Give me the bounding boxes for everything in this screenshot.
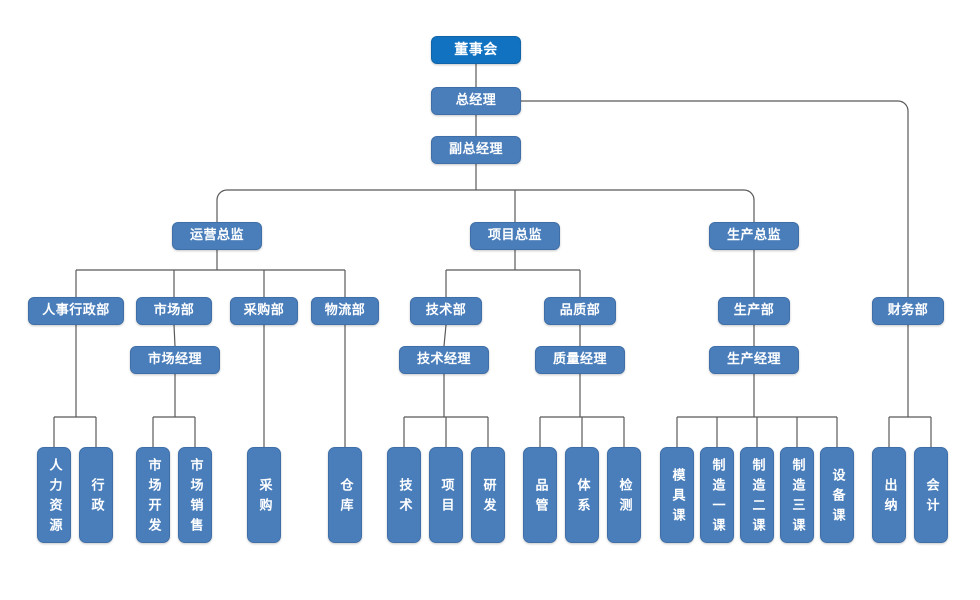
org-node-label: 仓库 — [337, 478, 353, 518]
org-node-dir_ops[interactable]: 运营总监 — [172, 222, 262, 250]
org-node-lf_insp[interactable]: 检测 — [607, 447, 641, 543]
org-node-lf_rd[interactable]: 研发 — [471, 447, 505, 543]
org-node-dept_hr[interactable]: 人事行政部 — [28, 297, 124, 325]
org-node-label: 模具课 — [669, 468, 685, 528]
org-node-lf_mfg3[interactable]: 制造三课 — [780, 447, 814, 543]
org-node-label: 设备课 — [829, 468, 845, 528]
org-node-label: 技术经理 — [416, 351, 471, 367]
org-node-label: 品管 — [532, 478, 548, 518]
org-node-label: 质量经理 — [552, 351, 607, 367]
org-node-lf_equip[interactable]: 设备课 — [820, 447, 854, 543]
org-node-label: 市场开发 — [145, 458, 161, 538]
org-node-label: 行政 — [88, 478, 104, 518]
org-node-lf_admin[interactable]: 行政 — [79, 447, 113, 543]
org-node-label: 出纳 — [881, 478, 897, 518]
org-node-dept_buy[interactable]: 采购部 — [230, 297, 298, 325]
org-node-lf_mktsale[interactable]: 市场销售 — [178, 447, 212, 543]
org-node-label: 副总经理 — [448, 141, 503, 157]
org-node-lf_cash[interactable]: 出纳 — [872, 447, 906, 543]
org-node-label: 生产部 — [733, 302, 775, 318]
org-node-mgr_tech[interactable]: 技术经理 — [399, 346, 489, 374]
org-node-mgr_prod[interactable]: 生产经理 — [709, 346, 799, 374]
org-node-dept_fin[interactable]: 财务部 — [872, 297, 944, 325]
org-node-dept_log[interactable]: 物流部 — [311, 297, 379, 325]
org-node-lf_qc[interactable]: 品管 — [523, 447, 557, 543]
org-node-dir_prod[interactable]: 生产总监 — [709, 222, 799, 250]
org-node-lf_buy[interactable]: 采购 — [247, 447, 281, 543]
org-node-lf_mktdev[interactable]: 市场开发 — [136, 447, 170, 543]
org-node-label: 人事行政部 — [42, 302, 110, 318]
org-node-lf_mold[interactable]: 模具课 — [660, 447, 694, 543]
org-node-label: 制造二课 — [749, 458, 765, 538]
org-node-label: 检测 — [616, 478, 632, 518]
org-node-label: 项目 — [438, 478, 454, 518]
org-node-label: 品质部 — [559, 302, 601, 318]
org-node-lf_proj[interactable]: 项目 — [429, 447, 463, 543]
org-node-lf_mfg2[interactable]: 制造二课 — [740, 447, 774, 543]
org-node-lf_store[interactable]: 仓库 — [328, 447, 362, 543]
org-node-label: 项目总监 — [487, 227, 542, 243]
org-node-label: 生产总监 — [726, 227, 781, 243]
org-node-label: 采购部 — [243, 302, 285, 318]
org-node-mgr_mkt[interactable]: 市场经理 — [130, 346, 220, 374]
connector-dept_tech-mgr_tech — [443, 324, 447, 347]
org-node-lf_mfg1[interactable]: 制造一课 — [700, 447, 734, 543]
org-node-label: 董事会 — [454, 41, 498, 58]
org-node-dept_mkt[interactable]: 市场部 — [136, 297, 212, 325]
org-node-label: 市场经理 — [147, 351, 202, 367]
org-node-label: 制造三课 — [789, 458, 805, 538]
org-node-label: 研发 — [480, 478, 496, 518]
org-node-dept_prod[interactable]: 生产部 — [718, 297, 790, 325]
org-node-dir_proj[interactable]: 项目总监 — [470, 222, 560, 250]
org-node-label: 生产经理 — [726, 351, 781, 367]
org-node-label: 财务部 — [887, 302, 929, 318]
org-node-label: 运营总监 — [189, 227, 244, 243]
connector-dept_mkt-mgr_mkt — [173, 324, 176, 347]
org-node-label: 人力资源 — [46, 458, 62, 538]
org-node-lf_hr[interactable]: 人力资源 — [37, 447, 71, 543]
org-node-label: 市场部 — [153, 302, 195, 318]
org-node-lf_acct[interactable]: 会计 — [914, 447, 948, 543]
org-node-mgr_qa[interactable]: 质量经理 — [535, 346, 625, 374]
org-node-label: 技术 — [396, 478, 412, 518]
org-node-label: 物流部 — [324, 302, 366, 318]
org-node-lf_sys[interactable]: 体系 — [565, 447, 599, 543]
org-node-board[interactable]: 董事会 — [431, 36, 521, 64]
org-node-label: 总经理 — [455, 92, 497, 108]
org-node-label: 制造一课 — [709, 458, 725, 538]
org-node-label: 体系 — [574, 478, 590, 518]
org-node-dgm[interactable]: 副总经理 — [431, 136, 521, 164]
org-node-lf_tech[interactable]: 技术 — [387, 447, 421, 543]
org-node-label: 采购 — [256, 478, 272, 518]
org-node-dept_qa[interactable]: 品质部 — [544, 297, 616, 325]
connector-gm-dept_fin — [521, 100, 909, 297]
org-node-label: 市场销售 — [187, 458, 203, 538]
org-node-dept_tech[interactable]: 技术部 — [410, 297, 482, 325]
org-node-gm[interactable]: 总经理 — [431, 87, 521, 115]
org-node-label: 技术部 — [425, 302, 467, 318]
connector-bus-dgm — [216, 189, 755, 201]
org-node-label: 会计 — [923, 478, 939, 518]
